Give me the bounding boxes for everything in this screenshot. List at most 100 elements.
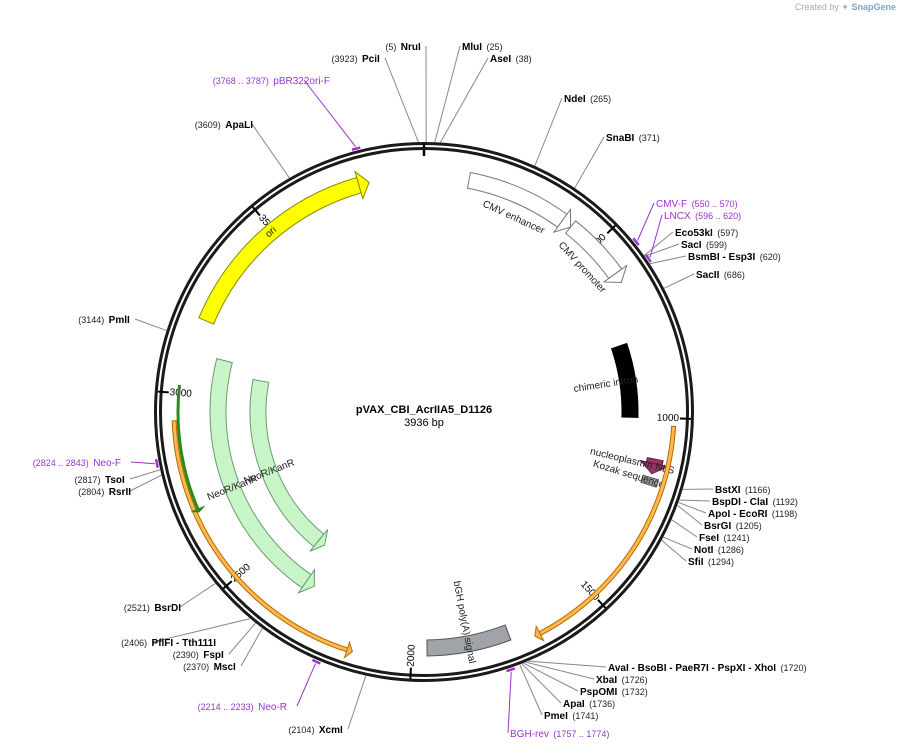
enzyme-site[interactable]: BspDI - ClaI (1192) <box>679 492 798 509</box>
primer-site[interactable]: (3768 .. 3787) pBR322ori-F <box>213 71 361 151</box>
ori-feature[interactable]: ori <box>198 170 370 325</box>
primer-site[interactable]: BGH-rev (1757 .. 1774) <box>506 667 609 741</box>
primer-leader-line <box>296 663 316 707</box>
tick-mark <box>597 599 607 609</box>
enzyme-label: AseI (38) <box>490 49 532 66</box>
enzyme-leader-line <box>671 519 698 538</box>
chimeric-intron-feature-body <box>610 342 639 418</box>
enzyme-leader-line <box>528 660 607 668</box>
enzyme-leader-line <box>679 499 711 502</box>
enzyme-site[interactable]: (2406) PflFI - Tth111I <box>121 618 251 650</box>
enzyme-label: BsrGI (1205) <box>704 516 762 533</box>
neor-kanr-feature-body <box>249 378 325 548</box>
enzyme-site[interactable]: (2370) MscI <box>183 628 263 674</box>
primer-site[interactable]: CMV-F (550 .. 570) <box>632 194 738 246</box>
cmv-promoter-feature-arrowhead <box>602 264 628 283</box>
tick-label: 1000 <box>657 413 680 425</box>
enzyme-site[interactable]: (3144) PmlI <box>78 310 167 332</box>
enzyme-leader-line <box>240 628 263 667</box>
enzyme-label: (2804) RsrII <box>78 482 131 499</box>
enzyme-site[interactable]: (3609) ApaLI <box>195 115 290 179</box>
enzyme-leader-line <box>649 255 687 265</box>
enzyme-label: (2817) TsoI <box>75 470 126 487</box>
tick-label: 2000 <box>406 644 418 667</box>
enzyme-leader-line <box>678 501 707 514</box>
enzyme-label: PmeI (1741) <box>544 706 598 723</box>
plasmid-name: pVAX_CBI_AcrIIA5_D1126 <box>356 404 492 416</box>
tick-mark <box>409 667 412 679</box>
enzyme-site[interactable]: SacI (599) <box>644 235 727 257</box>
enzyme-label: SacI (599) <box>681 235 727 252</box>
snapgene-logo-icon: ✦ <box>841 2 849 12</box>
orf-feature[interactable] <box>171 420 353 659</box>
enzyme-label: SnaBI (371) <box>606 128 660 145</box>
enzyme-site[interactable]: AvaI - BsoBI - PaeR7I - PspXI - XhoI (17… <box>528 658 806 675</box>
enzyme-site[interactable]: Eco53kI (597) <box>643 223 738 256</box>
primer-site[interactable]: LNCX (596 .. 620) <box>644 206 741 263</box>
enzyme-label: NdeI (265) <box>564 89 611 106</box>
chimeric-intron-feature[interactable]: chimeric intron <box>573 342 639 418</box>
cmv-enhancer-feature-arrowhead <box>552 207 572 233</box>
enzyme-site[interactable]: (3923) PciI <box>332 49 419 143</box>
orf-feature-body <box>176 384 200 511</box>
plasmid-backbone <box>154 142 694 682</box>
primer-leader-line <box>649 214 663 258</box>
enzyme-label: (2390) FspI <box>173 645 224 662</box>
enzyme-label: Eco53kI (597) <box>675 223 738 240</box>
enzyme-leader-line <box>643 231 674 256</box>
enzyme-site[interactable]: SacII (686) <box>663 265 745 289</box>
snapgene-credit: Created by ✦ SnapGene <box>795 2 896 13</box>
primer-label: (3768 .. 3787) pBR322ori-F <box>213 71 330 88</box>
enzyme-site[interactable]: BstXI (1166) <box>682 480 771 497</box>
enzyme-leader-line <box>523 662 579 692</box>
enzyme-site[interactable]: MluI (25) <box>434 37 503 143</box>
enzyme-site[interactable]: FseI (1241) <box>671 519 750 545</box>
enzyme-site[interactable]: BsrGI (1205) <box>677 504 762 533</box>
primer-label: BGH-rev (1757 .. 1774) <box>510 724 609 741</box>
enzyme-site[interactable]: (2521) BsrDI <box>124 583 216 615</box>
bgh-poly-a-signal-feature[interactable]: bGH poly(A) signal <box>426 580 512 664</box>
enzyme-site[interactable]: AseI (38) <box>439 49 532 143</box>
enzyme-site[interactable]: ApaI (1736) <box>521 663 615 711</box>
enzyme-label: FseI (1241) <box>699 528 749 545</box>
enzyme-label: BstXI (1166) <box>715 480 770 497</box>
primer-mark <box>506 667 516 673</box>
enzyme-label: BsmBI - Esp3I (620) <box>688 247 781 264</box>
enzyme-site[interactable]: NdeI (265) <box>534 89 611 166</box>
ori-feature-arrowhead <box>354 170 370 201</box>
enzyme-site[interactable]: PspOMI (1732) <box>523 662 648 699</box>
enzyme-leader-line <box>434 45 461 143</box>
enzyme-site[interactable]: SfiI (1294) <box>661 539 734 569</box>
primer-mark <box>632 237 640 246</box>
enzyme-site[interactable]: XbaI (1726) <box>525 661 648 687</box>
primer-site[interactable]: (2214 .. 2233) Neo-R <box>198 658 321 714</box>
primer-mark <box>644 254 652 263</box>
enzyme-leader-line <box>521 663 562 704</box>
enzyme-site[interactable]: (2104) XcmI <box>288 675 367 737</box>
ori-feature-body <box>198 176 362 325</box>
primer-mark <box>351 146 361 151</box>
bgh-poly-a-signal-feature-body <box>426 624 512 657</box>
enzyme-site[interactable]: (2804) RsrII <box>78 474 162 499</box>
enzyme-leader-line <box>663 273 695 289</box>
enzyme-label: (3609) ApaLI <box>195 115 253 132</box>
enzyme-site[interactable]: SnaBI (371) <box>574 128 660 189</box>
primer-mark <box>311 658 321 665</box>
orf-feature[interactable] <box>176 384 205 513</box>
enzyme-label: XbaI (1726) <box>596 670 648 687</box>
orf-feature[interactable] <box>534 425 677 642</box>
enzyme-site[interactable]: BsmBI - Esp3I (620) <box>649 247 781 265</box>
enzyme-site[interactable]: PmeI (1741) <box>519 664 599 723</box>
enzyme-site[interactable]: (5) NruI <box>385 37 427 143</box>
neor-kanr-feature-body <box>209 357 312 589</box>
enzyme-site[interactable]: (2817) TsoI <box>75 469 161 487</box>
primer-label: (2214 .. 2233) Neo-R <box>198 697 287 714</box>
enzyme-site[interactable]: (2390) FspI <box>173 622 256 662</box>
primer-label: (2824 .. 2843) Neo-F <box>33 453 121 470</box>
enzyme-leader-line <box>129 469 161 480</box>
primer-site[interactable]: (2824 .. 2843) Neo-F <box>33 453 159 470</box>
enzyme-site[interactable]: ApoI - EcoRI (1198) <box>678 501 797 521</box>
enzyme-leader-line <box>134 318 167 332</box>
enzyme-site[interactable]: NotI (1286) <box>663 536 744 557</box>
tick-mark <box>252 206 261 217</box>
